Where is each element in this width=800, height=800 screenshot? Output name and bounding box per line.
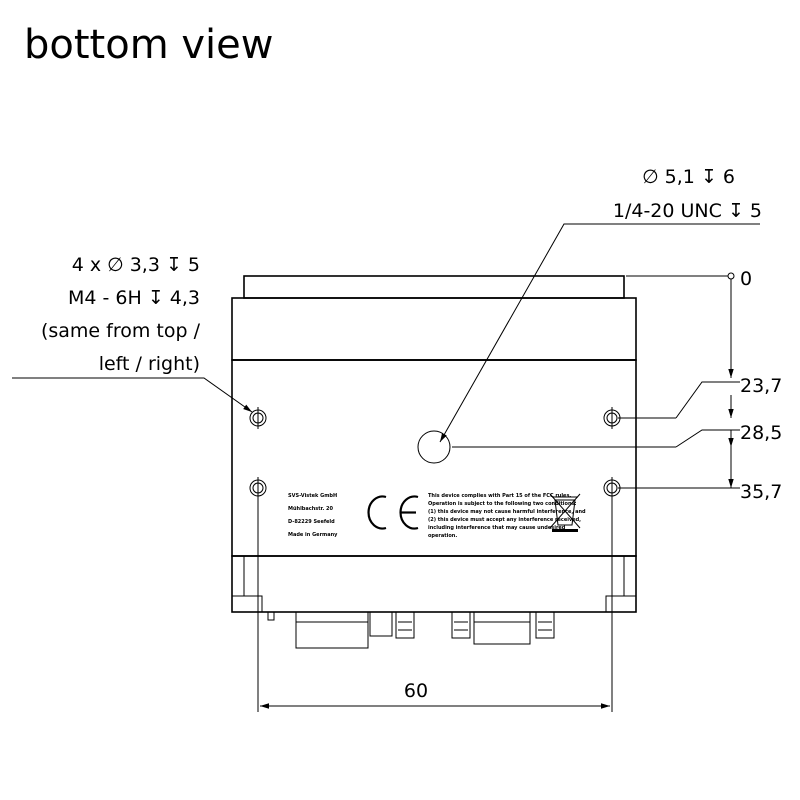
label-company-line: Made in Germany: [288, 532, 338, 538]
mounting-hole-callout: 4 x ∅ 3,3 ↧ 5 M4 - 6H ↧ 4,3 (same from t…: [12, 254, 253, 413]
fcc-note-line: operation.: [428, 533, 457, 539]
tripod-hole: [417, 430, 451, 464]
callout-line: M4 - 6H ↧ 4,3: [68, 287, 200, 309]
view-title: bottom view: [24, 22, 274, 68]
dimension-label: 28,5: [740, 422, 782, 444]
callout-line: 1/4-20 UNC ↧ 5: [613, 200, 762, 222]
fcc-note-line: This device complies with Part 15 of the…: [428, 493, 571, 499]
ce-mark-icon: [367, 495, 419, 530]
horizontal-dimension: 60: [257, 494, 613, 712]
label-company-line: SVS-Vistek GmbH: [288, 493, 337, 499]
fcc-note-line: (2) this device must accept any interfer…: [428, 517, 581, 523]
dimension-label: 60: [404, 680, 428, 702]
fcc-note-line: Operation is subject to the following tw…: [428, 501, 577, 507]
fcc-note-line: (1) this device may not cause harmful in…: [428, 509, 586, 515]
dimension-label: 35,7: [740, 481, 782, 503]
label-company-line: Mühlbachstr. 20: [288, 506, 334, 512]
callout-line: ∅ 5,1 ↧ 6: [642, 166, 735, 188]
weee-bin-icon: [549, 493, 581, 532]
mounting-hole: [249, 407, 267, 429]
callout-line: 4 x ∅ 3,3 ↧ 5: [72, 254, 200, 276]
dimension-label: 0: [740, 268, 752, 290]
fcc-note-line: including interference that may cause un…: [428, 525, 566, 531]
rear-connectors: [267, 611, 555, 649]
dimension-label: 23,7: [740, 375, 782, 397]
vertical-dimension-chain: 0 23,7 28,5 35,7: [452, 268, 782, 503]
mounting-hole: [603, 407, 621, 429]
callout-line: left / right): [99, 353, 200, 375]
label-plate: SVS-Vistek GmbH Mühlbachstr. 20 D-82229 …: [288, 493, 586, 539]
mounting-holes: [249, 407, 621, 499]
camera-body: [231, 275, 637, 613]
tripod-hole-callout: ∅ 5,1 ↧ 6 1/4-20 UNC ↧ 5: [439, 166, 762, 443]
label-company-line: D-82229 Seefeld: [288, 519, 335, 525]
callout-line: (same from top /: [41, 320, 201, 342]
